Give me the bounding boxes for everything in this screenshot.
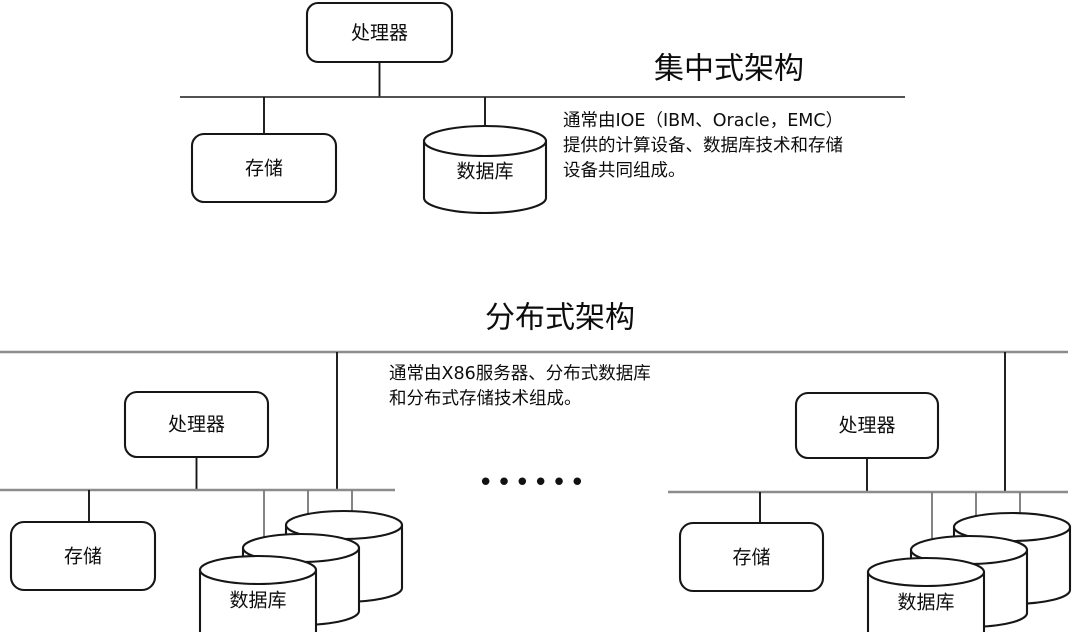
cluster-right-storage-box[interactable]: [678, 521, 825, 593]
centralized-storage-label: 存储: [245, 158, 283, 180]
cluster-left-processor-node[interactable]: 处理器: [123, 390, 270, 459]
centralized-database-cylinder-body[interactable]: [422, 139, 548, 215]
centralized-processor-label: 处理器: [351, 22, 408, 44]
cluster-right-storage-node[interactable]: 存储: [678, 521, 825, 593]
centralized-database-node[interactable]: 数据库: [422, 124, 548, 215]
cluster-right-processor-label: 处理器: [838, 415, 895, 437]
cluster-left-storage-label: 存储: [64, 546, 102, 568]
cluster-left-db-front-top[interactable]: [198, 554, 318, 586]
distributed-description: 通常由X86服务器、分布式数据库 和分布式存储技术组成。: [389, 364, 651, 409]
cluster-left-db-front-body[interactable]: [198, 568, 318, 632]
distributed-cluster-left: 处理器 存储: [0, 390, 404, 632]
cluster-right-db-front-top[interactable]: [866, 556, 986, 588]
cluster-right-processor-node[interactable]: 处理器: [794, 391, 940, 460]
cluster-right-storage-label: 存储: [732, 547, 770, 569]
centralized-database-cylinder-top[interactable]: [422, 124, 548, 158]
centralized-section: 处理器 存储 数据库 集中式架构: [180, 1, 905, 215]
distributed-section: 分布式架构 处理器: [0, 301, 1072, 632]
cluster-ellipsis: ••••••: [478, 468, 589, 498]
cluster-left-database-label: 数据库: [229, 590, 286, 612]
cluster-left-storage-node[interactable]: 存储: [9, 520, 157, 592]
centralized-processor-node[interactable]: 处理器: [305, 1, 454, 64]
cluster-left-processor-label: 处理器: [168, 414, 225, 436]
centralized-title: 集中式架构: [654, 52, 804, 87]
cluster-right-database-front[interactable]: 数据库: [866, 556, 986, 632]
centralized-database-label: 数据库: [456, 161, 513, 183]
centralized-storage-box[interactable]: [190, 132, 338, 204]
distributed-title: 分布式架构: [485, 301, 635, 336]
distributed-cluster-right: 处理器 存储: [668, 391, 1072, 632]
cluster-right-database-label: 数据库: [897, 592, 954, 614]
centralized-description: 通常由IOE（IBM、Oracle，EMC） 提供的计算设备、数据库技术和存储 …: [563, 111, 844, 181]
cluster-left-storage-box[interactable]: [9, 520, 157, 592]
centralized-storage-node[interactable]: 存储: [190, 132, 338, 204]
cluster-right-db-front-body[interactable]: [866, 570, 986, 632]
cluster-left-database-front[interactable]: 数据库: [198, 554, 318, 632]
